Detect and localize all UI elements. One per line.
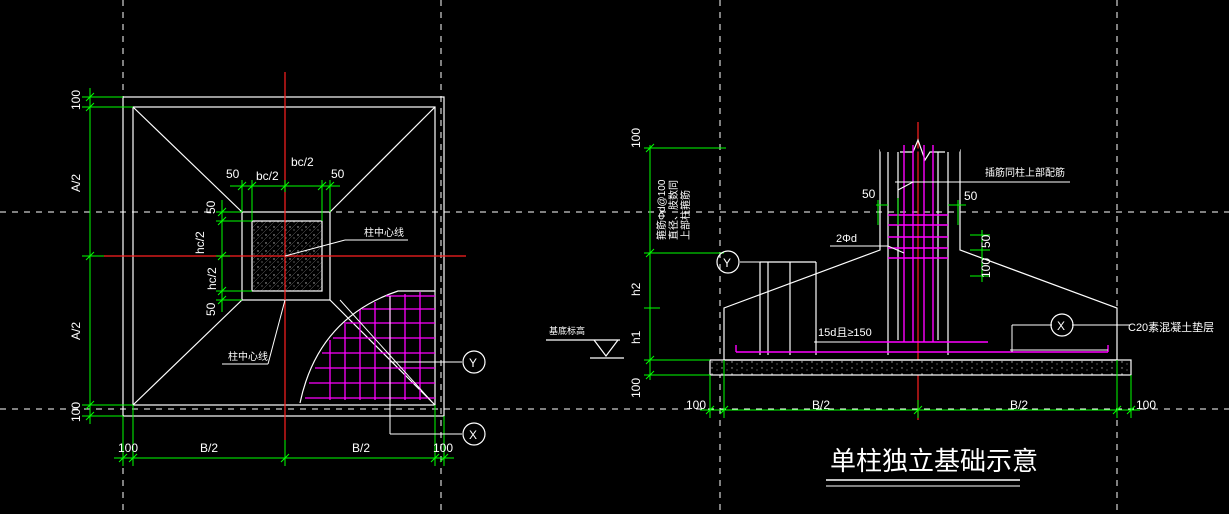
axis-x-bubble [462,422,486,446]
axis-y-bubble [462,350,486,374]
plan-dim-hc2-bottom: hc/2 [205,267,219,290]
plan-dim-bot-100-right: 100 [433,441,453,455]
column-section-lines [759,152,949,355]
plan-dim-bc2-left: bc/2 [256,169,279,183]
section-axis-x-bubble [1050,313,1074,337]
section-label-stirrup-1: 箍筋Φd@100 [655,179,668,240]
plan-view: 100 A/2 A/2 100 100 B/2 B/2 100 50 bc/2 … [69,72,486,466]
section-dim-top-100: 100 [629,128,643,148]
plan-dim-a2-upper: A/2 [69,174,83,192]
section-dim-h2: h2 [629,282,643,296]
section-leaders [740,181,1130,352]
section-label-stirrup-2: 直径、肢数同 [667,180,680,240]
section-dim-h1: h1 [629,330,643,344]
plan-bottom-dimension [114,405,454,466]
rebar-mesh [299,290,435,404]
plan-axis-y-label: Y [469,356,477,370]
section-dim-50-left: 50 [862,187,876,201]
section-axis-y-label: Y [723,256,731,270]
pedestal-left-dimension [216,200,252,312]
plan-dim-50-left-bottom: 50 [204,302,218,316]
section-axis-y-bubble [716,250,740,274]
section-bottom-dimension [700,360,1140,418]
section-label-top-rebar: 插筋同柱上部配筋 [985,166,1065,179]
section-label-c20: C20素混凝土垫层 [1128,320,1214,334]
section-dim-100-vert: 100 [979,258,993,278]
plan-dim-b2-right: B/2 [352,441,370,455]
plan-label-column-center-bottom: 柱中心线 [228,350,268,363]
plan-dim-50-top-right: 50 [331,167,345,181]
plan-dim-top-100: 100 [69,90,83,110]
plan-leaders [222,239,462,435]
section-dim-b2-left: B/2 [812,398,830,412]
plan-dim-bottom-100: 100 [69,402,83,422]
pedestal-top-dimension [230,180,340,221]
section-dim-50-vert: 50 [979,234,993,248]
section-dim-b2-right: B/2 [1010,398,1028,412]
plan-left-dimension [82,88,133,424]
section-dim-bot-100-left: 100 [686,398,706,412]
base-level-marker [546,339,624,359]
section-dim-bot-100-vert: 100 [629,378,643,398]
section-small-dimensions [876,198,990,282]
section-rebar [735,145,1109,353]
plan-dim-hc2-top: hc/2 [193,231,207,254]
plan-dim-b2-left: B/2 [200,441,218,455]
plan-dim-50-left-top: 50 [204,200,218,214]
section-view: 100 h2 h1 100 100 B/2 B/2 100 50 50 50 1… [546,122,1214,420]
section-dim-bot-100-right: 100 [1136,398,1156,412]
plan-dim-bot-100-left: 100 [118,441,138,455]
section-label-anchor: 15d且≥150 [818,327,872,339]
section-label-base-level: 基底标高 [549,325,585,336]
drawing-title: 单柱独立基础示意 [826,446,1038,487]
plan-axis-x-label: X [469,428,477,442]
plan-dim-bc2-right: bc/2 [291,155,314,169]
section-label-2phid: 2Φd [836,233,857,245]
section-dim-50-right: 50 [964,189,978,203]
plan-label-column-center-top: 柱中心线 [364,226,404,239]
section-left-dimension [644,143,726,380]
section-label-stirrup-3: 上部柱箍筋 [679,190,692,240]
title-text: 单柱独立基础示意 [830,446,1038,476]
c20-pad [709,359,1132,376]
plan-dim-50-top-left: 50 [226,167,240,181]
section-axis-x-label: X [1057,319,1065,333]
plan-dim-a2-lower: A/2 [69,322,83,340]
